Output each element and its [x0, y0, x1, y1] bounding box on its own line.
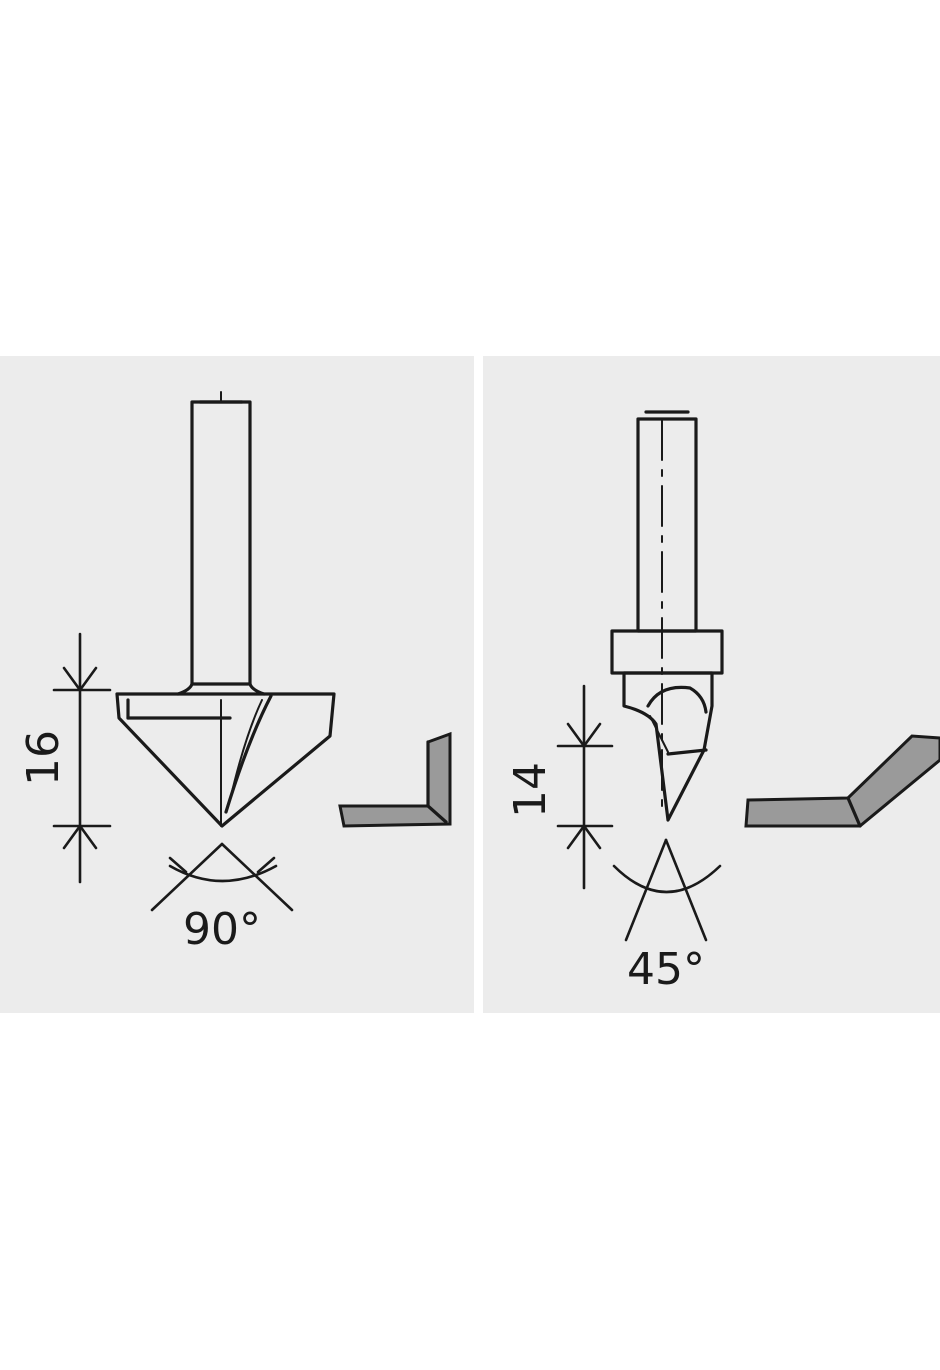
right-collar — [610, 629, 724, 675]
arrow-up-icon — [62, 823, 98, 850]
engraving-bit-45 — [610, 410, 724, 822]
right-height-dimension: 14 — [505, 684, 614, 890]
left-height-dimension: 16 — [18, 632, 112, 884]
left-cutter-head — [115, 692, 336, 828]
right-angle-indicator: 45° — [612, 838, 722, 995]
right-profile — [744, 734, 940, 828]
left-cutter-edge — [224, 694, 273, 814]
right-shank — [636, 417, 698, 633]
left-height-label: 16 — [18, 730, 69, 786]
v-groove-bit-90 — [115, 391, 336, 828]
left-angle-label: 90° — [183, 904, 261, 955]
right-height-label: 14 — [505, 762, 556, 818]
left-angle-indicator: 90° — [150, 842, 294, 955]
arrow-down-icon — [62, 666, 98, 693]
arrow-down-icon — [566, 722, 602, 749]
arrow-up-icon — [566, 823, 602, 850]
right-angle-label: 45° — [627, 944, 705, 995]
left-shank — [190, 400, 252, 686]
left-profile — [338, 731, 452, 828]
